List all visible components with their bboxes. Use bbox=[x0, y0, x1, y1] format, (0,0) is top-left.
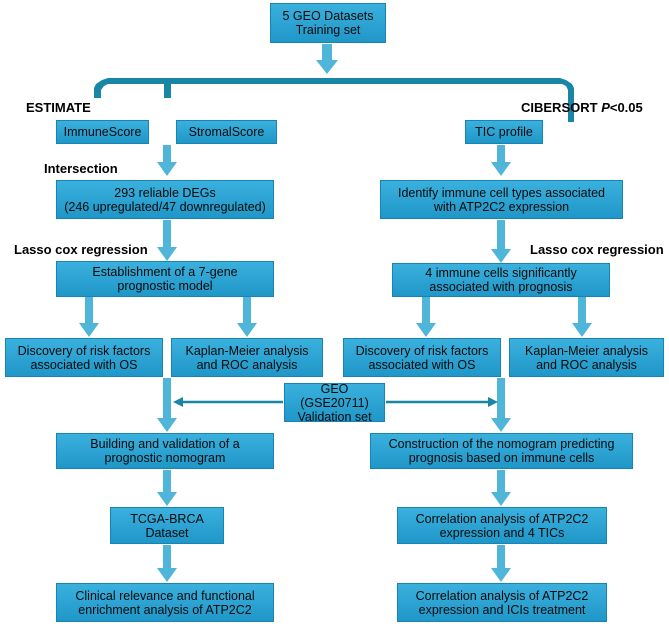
km-roc-right-box: Kaplan-Meier analysis and ROC analysis bbox=[509, 338, 664, 377]
cibersort-label: CIBERSORT P<0.05 bbox=[521, 100, 643, 115]
arrow-immune-right bbox=[572, 297, 592, 337]
split-bracket bbox=[94, 78, 574, 122]
arrow-immune-left bbox=[416, 297, 436, 337]
arrow-intersection bbox=[157, 145, 177, 176]
cibersort-threshold: <0.05 bbox=[609, 100, 643, 115]
arrow-to-corr-tics bbox=[491, 470, 511, 506]
arrow-right-nomogram bbox=[491, 378, 511, 432]
nomogram-right-box: Construction of the nomogram predicting … bbox=[370, 433, 633, 469]
arrow-tic bbox=[491, 145, 511, 176]
arrow-identify-down bbox=[491, 220, 511, 263]
arrow-to-tcga bbox=[157, 470, 177, 506]
risk-factors-left-box: Discovery of risk factors associated wit… bbox=[5, 338, 163, 377]
lasso-right-label: Lasso cox regression bbox=[530, 242, 664, 257]
tic-profile-box: TIC profile bbox=[465, 120, 543, 144]
arrow-to-corr-icis bbox=[491, 545, 511, 582]
arrow-degs-down bbox=[157, 220, 177, 261]
arrow-top-down bbox=[316, 44, 338, 74]
km-roc-left-box: Kaplan-Meier analysis and ROC analysis bbox=[171, 338, 323, 377]
clinical-relevance-box: Clinical relevance and functional enrich… bbox=[56, 583, 274, 622]
estimate-label: ESTIMATE bbox=[26, 100, 91, 115]
identify-immune-box: Identify immune cell types associated wi… bbox=[380, 180, 623, 219]
geo-training-box: 5 GEO Datasets Training set bbox=[270, 3, 386, 43]
arrow-left-nomogram bbox=[157, 378, 177, 432]
seven-gene-model-box: Establishment of a 7-gene prognostic mod… bbox=[56, 261, 274, 297]
intersection-label: Intersection bbox=[44, 161, 118, 176]
cibersort-p: P bbox=[601, 100, 610, 115]
nomogram-left-box: Building and validation of a prognostic … bbox=[56, 433, 274, 469]
corr-tics-box: Correlation analysis of ATP2C2 expressio… bbox=[397, 507, 607, 544]
arrow-model-right bbox=[237, 297, 257, 337]
lasso-left-label: Lasso cox regression bbox=[14, 242, 148, 257]
cibersort-name: CIBERSORT bbox=[521, 100, 598, 115]
immune-score-box: ImmuneScore bbox=[56, 120, 149, 144]
geo-validation-box: GEO (GSE20711) Validation set bbox=[284, 382, 385, 424]
arrow-to-clinical bbox=[157, 545, 177, 582]
stromal-score-box: StromalScore bbox=[176, 120, 277, 144]
four-immune-cells-box: 4 immune cells significantly associated … bbox=[392, 263, 610, 297]
risk-factors-right-box: Discovery of risk factors associated wit… bbox=[343, 338, 501, 377]
bracket-branch-stromal bbox=[164, 80, 171, 98]
corr-icis-box: Correlation analysis of ATP2C2 expressio… bbox=[397, 583, 607, 622]
arrow-model-left bbox=[79, 297, 99, 337]
degs-box: 293 reliable DEGs (246 upregulated/47 do… bbox=[56, 180, 274, 219]
tcga-brca-box: TCGA-BRCA Dataset bbox=[110, 507, 224, 544]
